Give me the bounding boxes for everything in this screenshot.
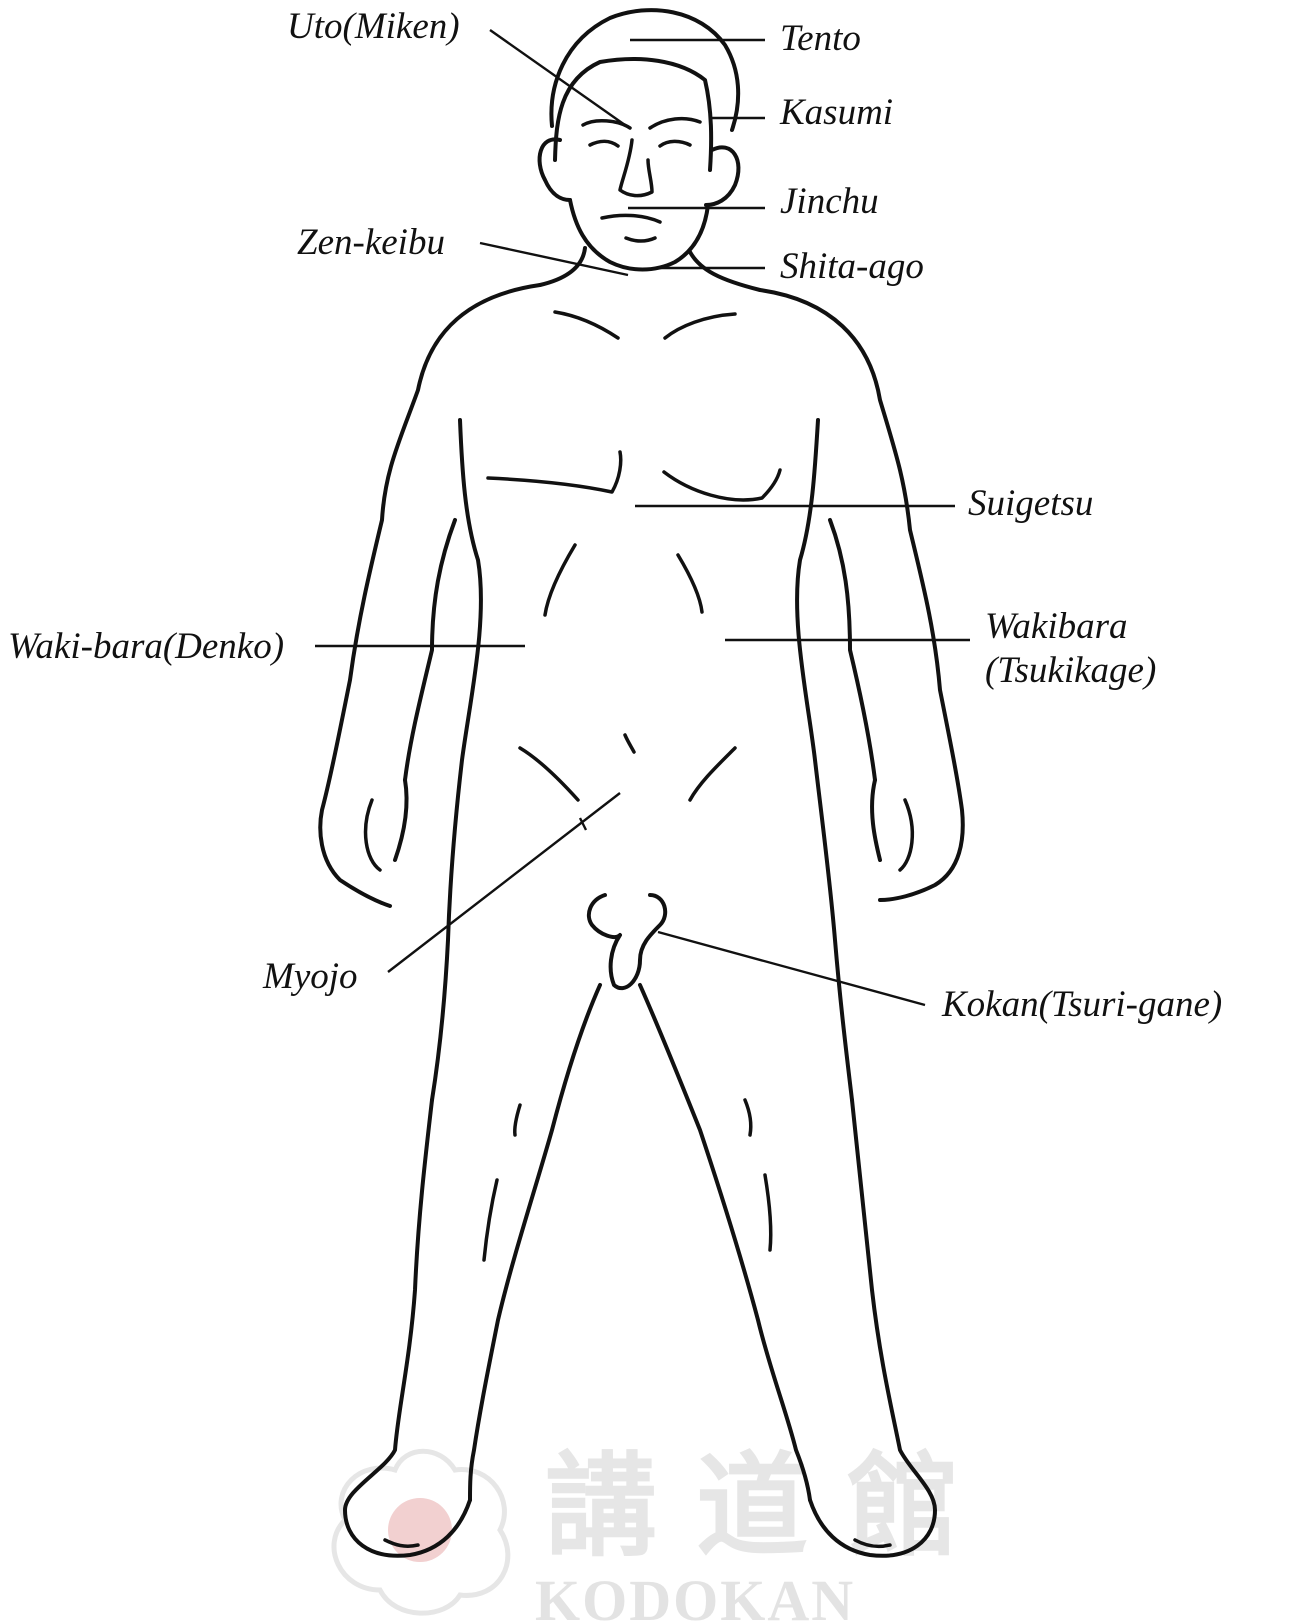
label-uto: Uto(Miken) (287, 6, 460, 47)
leader-uto (490, 30, 625, 125)
left-eye (590, 141, 618, 146)
left-shin-mark (484, 1180, 497, 1260)
point-labels: Uto(Miken) Tento Kasumi Jinchu Zen-keibu… (8, 6, 1222, 1025)
nose (620, 140, 652, 196)
right-arm-inner (830, 520, 875, 780)
label-shita-ago: Shita-ago (780, 246, 924, 287)
label-kasumi: Kasumi (779, 92, 893, 133)
left-pec (488, 452, 621, 492)
torso-left (432, 420, 481, 1100)
jaw (570, 200, 708, 270)
right-eye (660, 141, 690, 146)
right-hip-line (690, 748, 735, 800)
left-arm-outer (320, 285, 540, 906)
left-leg-outer (345, 1100, 470, 1556)
label-kokan: Kokan(Tsuri-gane) (941, 984, 1222, 1025)
right-wrist (872, 780, 880, 860)
label-jinchu: Jinchu (780, 181, 879, 222)
left-arm-inner (405, 520, 455, 780)
right-shin-mark (765, 1175, 771, 1250)
left-hip-line (520, 748, 578, 800)
left-leg-inner (470, 985, 600, 1500)
right-pec (664, 470, 780, 500)
right-leg-inner (640, 985, 810, 1500)
groin (589, 895, 665, 988)
leader-myojo (388, 793, 620, 972)
neck-right (690, 252, 760, 290)
navel (625, 735, 634, 752)
left-thumb (366, 800, 380, 870)
torso-right (797, 420, 852, 1100)
label-myojo: Myojo (262, 956, 358, 997)
right-collarbone (665, 314, 735, 338)
label-tento: Tento (780, 18, 861, 59)
chin-mark (626, 238, 655, 241)
kodokan-logo (334, 1451, 508, 1613)
left-collarbone (555, 312, 618, 338)
hairline (555, 59, 711, 170)
label-wakibara: Wakibara (985, 606, 1128, 647)
mouth (602, 215, 660, 222)
label-suigetsu: Suigetsu (968, 483, 1093, 524)
right-knee-mark (745, 1100, 751, 1135)
left-knee-mark (515, 1105, 520, 1135)
watermark-text: KODOKAN (535, 1568, 855, 1623)
right-thumb (900, 800, 912, 870)
label-waki-bara: Waki-bara(Denko) (8, 626, 284, 667)
label-tsukikage: (Tsukikage) (985, 650, 1156, 691)
left-wrist (395, 780, 407, 860)
kodokan-watermark: 講 道 館 KODOKAN (334, 1441, 959, 1623)
neck-left (540, 248, 585, 285)
leader-kokan (658, 932, 925, 1005)
right-rib (678, 555, 702, 612)
label-zen-keibu: Zen-keibu (297, 222, 445, 263)
right-arm-outer (760, 290, 963, 900)
right-brow (650, 119, 700, 128)
leader-lines (315, 30, 970, 1005)
left-rib (545, 545, 575, 615)
watermark-kanji: 講 道 館 (545, 1441, 959, 1572)
